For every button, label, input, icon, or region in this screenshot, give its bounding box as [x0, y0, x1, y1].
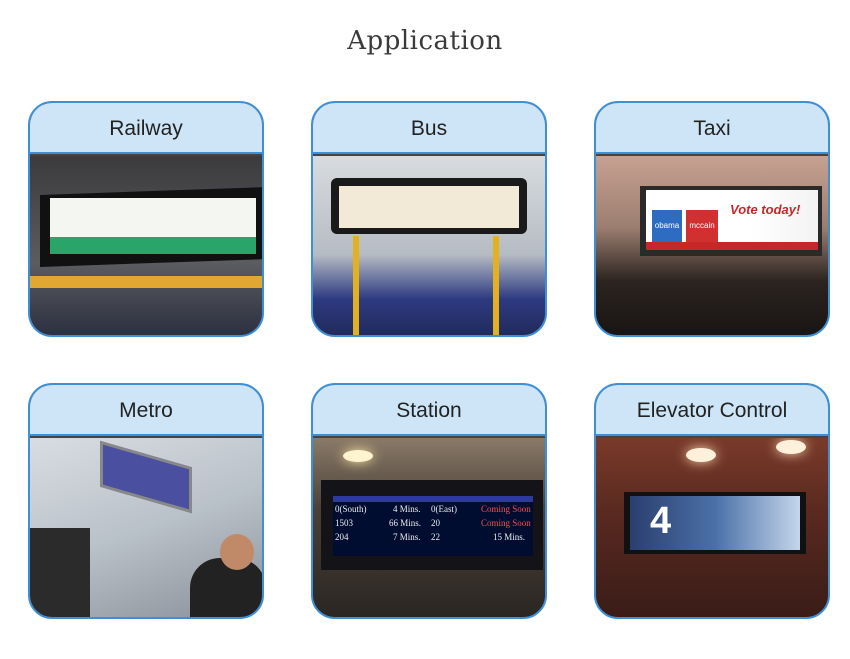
card-label: Taxi	[596, 103, 828, 154]
board-cell: 1503	[335, 518, 353, 528]
board-cell: 20	[431, 518, 440, 528]
ad-cup-2: mccain	[686, 210, 718, 242]
board-cell: 22	[431, 532, 440, 542]
board-cell: 204	[335, 532, 349, 542]
card-elevator-control: Elevator Control 4	[594, 383, 830, 619]
board-cell: Coming Soon	[481, 518, 531, 528]
board-cell: 15 Mins.	[493, 532, 526, 542]
bus-photo	[313, 156, 545, 335]
card-label: Metro	[30, 385, 262, 436]
board-cell: 0(South)	[335, 504, 367, 514]
board-cell: 4 Mins.	[393, 504, 421, 514]
card-taxi: Taxi obama mccain Vote today!	[594, 101, 830, 337]
card-label: Bus	[313, 103, 545, 154]
ad-cup-1: obama	[652, 210, 682, 242]
board-cell: 0(East)	[431, 504, 457, 514]
board-cell: 66 Mins.	[389, 518, 422, 528]
card-label: Elevator Control	[596, 385, 828, 436]
taxi-photo: obama mccain Vote today!	[596, 156, 828, 335]
board-cell: Coming Soon	[481, 504, 531, 514]
station-photo: 0(South) 4 Mins. 0(East) Coming Soon 150…	[313, 438, 545, 617]
floor-number: 4	[650, 500, 672, 542]
ad-slogan: Vote today!	[730, 202, 801, 217]
card-station: Station 0(South) 4 Mins. 0(East) Coming …	[311, 383, 547, 619]
page-title: Application	[347, 26, 503, 56]
card-bus: Bus	[311, 101, 547, 337]
card-railway: Railway	[28, 101, 264, 337]
card-label: Railway	[30, 103, 262, 154]
arrival-board: 0(South) 4 Mins. 0(East) Coming Soon 150…	[333, 496, 533, 556]
board-cell: 7 Mins.	[393, 532, 421, 542]
elevator-photo: 4	[596, 438, 828, 617]
card-label: Station	[313, 385, 545, 436]
card-metro: Metro	[28, 383, 264, 619]
metro-photo	[30, 438, 262, 617]
railway-photo	[30, 156, 262, 335]
